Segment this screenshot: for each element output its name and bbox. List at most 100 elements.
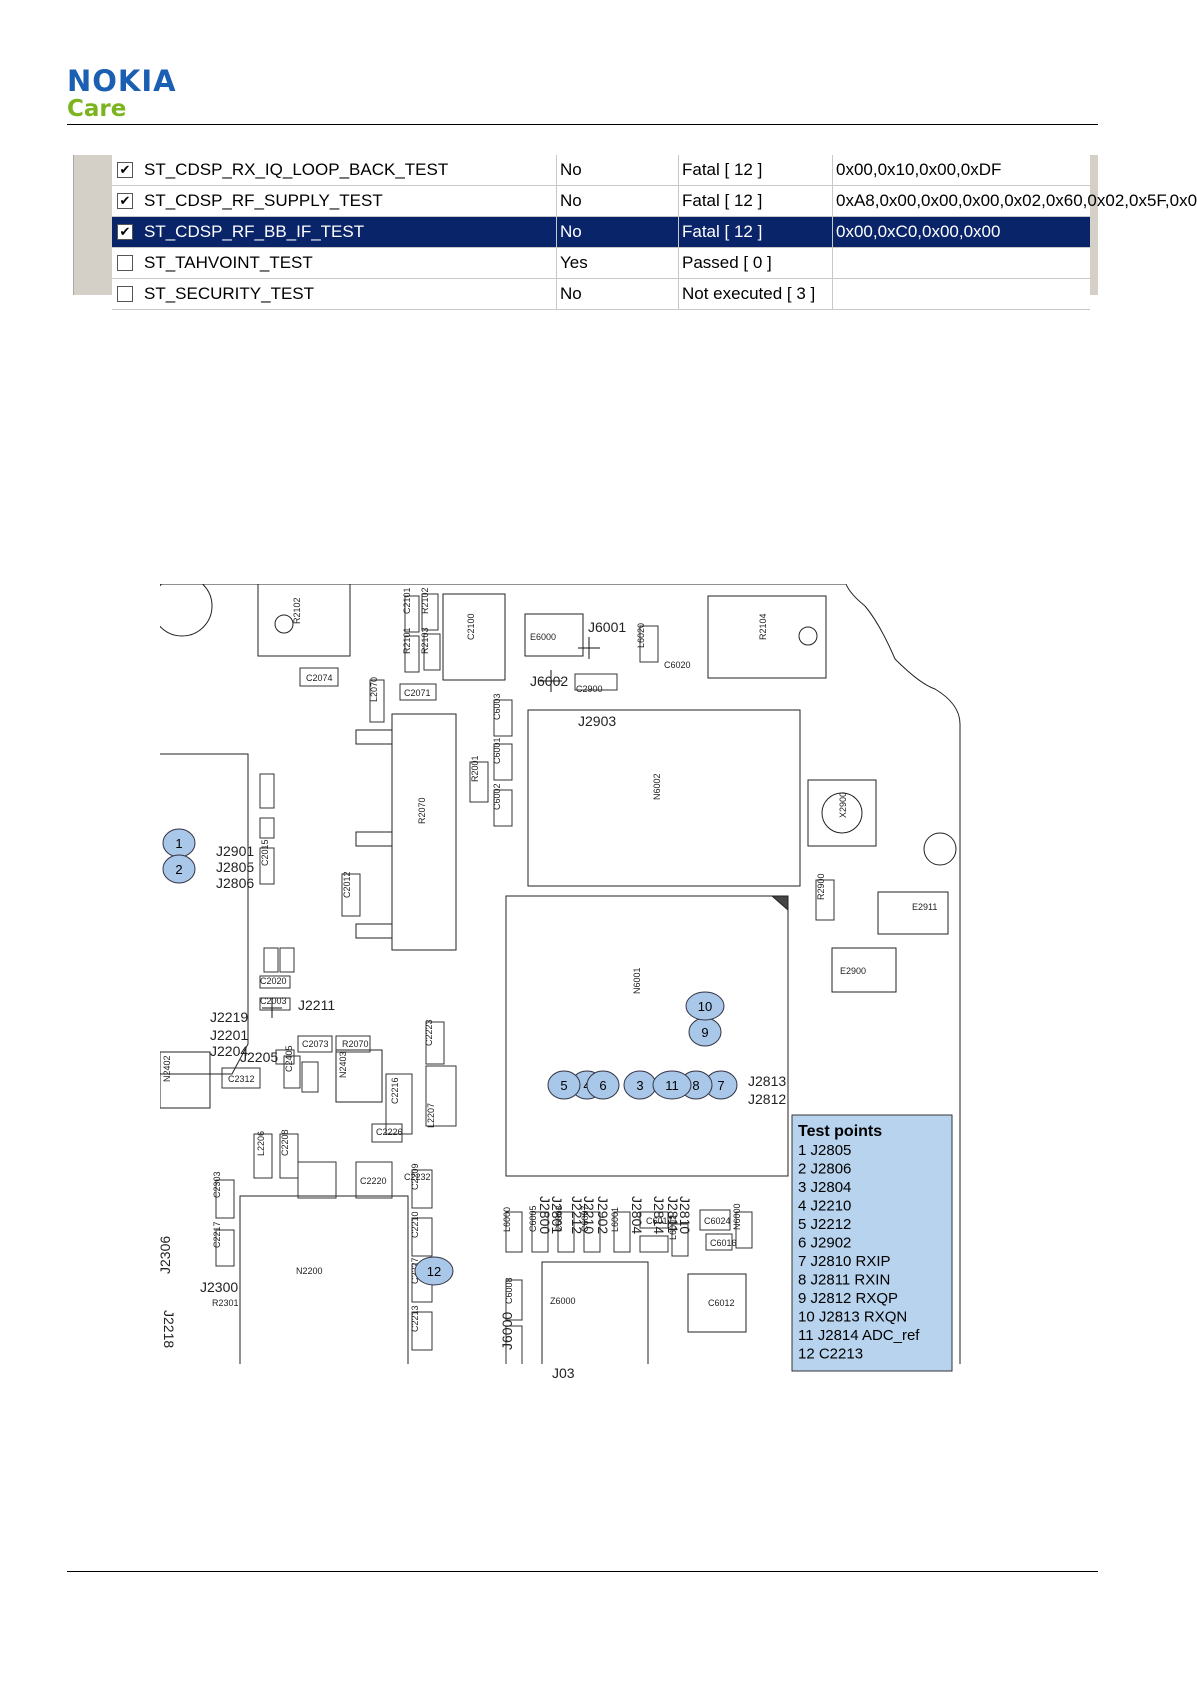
selftest-grid: ✔ ST_CDSP_RX_IQ_LOOP_BACK_TEST No Fatal … bbox=[112, 155, 1197, 310]
test-point-marker: 1 bbox=[162, 828, 196, 858]
test-point-marker: 5 bbox=[547, 1070, 581, 1100]
component-label: L6000 bbox=[502, 1207, 512, 1232]
test-name: ST_SECURITY_TEST bbox=[140, 279, 557, 309]
component-label: J2810 bbox=[677, 1196, 693, 1234]
test-data bbox=[832, 279, 1176, 309]
row-checkbox[interactable]: ✔ bbox=[117, 162, 133, 178]
row-checkbox[interactable]: ✔ bbox=[117, 224, 133, 240]
block-r2070 bbox=[391, 713, 457, 951]
component-label: J2805 bbox=[216, 859, 254, 875]
logo-sub: Care bbox=[67, 96, 127, 122]
component-label: C2223 bbox=[424, 1019, 434, 1046]
legend-item: 7 J2810 RXIP bbox=[798, 1253, 891, 1270]
test-result: Fatal [ 12 ] bbox=[678, 155, 833, 185]
test-flag: No bbox=[556, 186, 679, 216]
table-row-selected[interactable]: ✔ ST_CDSP_RF_BB_IF_TEST No Fatal [ 12 ] … bbox=[112, 217, 1090, 248]
component-label: J2300 bbox=[200, 1279, 238, 1295]
component-label: C2217 bbox=[212, 1221, 222, 1248]
component-label: J2205 bbox=[240, 1049, 278, 1065]
table-row[interactable]: ✔ ST_CDSP_RX_IQ_LOOP_BACK_TEST No Fatal … bbox=[112, 155, 1090, 186]
component-label: R2900 bbox=[816, 873, 826, 900]
block-n2403 bbox=[335, 1049, 383, 1103]
component-label: J6001 bbox=[588, 619, 626, 635]
component-label: C6020 bbox=[664, 660, 691, 670]
block-e2911 bbox=[877, 891, 949, 935]
component-label: J6000 bbox=[499, 1312, 515, 1350]
component-label: J6002 bbox=[530, 673, 568, 689]
legend-item: 11 J2814 ADC_ref bbox=[798, 1327, 920, 1344]
legend-item: 2 J2806 bbox=[798, 1161, 851, 1178]
mount-hole bbox=[923, 832, 957, 866]
test-data: 0x00,0x10,0x00,0xDF bbox=[836, 160, 1002, 179]
test-point-number: 9 bbox=[701, 1025, 708, 1040]
row-checkbox[interactable] bbox=[117, 286, 133, 302]
component-label: J03 bbox=[552, 1365, 575, 1381]
test-data: 0xA8,0x00,0x00,0x00,0x02,0x60,0x02,0x5F,… bbox=[836, 191, 1197, 210]
component-label: J2812 bbox=[748, 1091, 786, 1107]
table-row[interactable]: ST_SECURITY_TEST No Not executed [ 3 ] bbox=[112, 279, 1090, 310]
component-label: R2102 bbox=[420, 587, 430, 614]
selftest-table-screenshot: ✔ ST_CDSP_RX_IQ_LOOP_BACK_TEST No Fatal … bbox=[73, 155, 1197, 310]
component-label: R2102 bbox=[292, 597, 302, 624]
footer-rule bbox=[67, 1571, 1098, 1572]
component-label: C2303 bbox=[212, 1171, 222, 1198]
test-result: Fatal [ 12 ] bbox=[678, 186, 833, 216]
test-name: ST_TAHVOINT_TEST bbox=[140, 248, 557, 278]
component-label: L2206 bbox=[256, 1131, 266, 1156]
component-label: J2201 bbox=[210, 1027, 248, 1043]
test-point-number: 3 bbox=[636, 1078, 643, 1093]
block-c2100 bbox=[442, 593, 506, 681]
component-label: J2902 bbox=[595, 1196, 611, 1234]
component-label: N2200 bbox=[296, 1266, 323, 1276]
legend-item: 1 J2805 bbox=[798, 1142, 851, 1159]
component-label: C2020 bbox=[260, 976, 287, 986]
component-label: N2403 bbox=[338, 1051, 348, 1078]
logo-brand: NOKIA bbox=[67, 64, 177, 98]
component-label: C2074 bbox=[306, 673, 333, 683]
component-label: C2208 bbox=[280, 1129, 290, 1156]
legend-title: Test points bbox=[798, 1123, 882, 1140]
component-label: C6007 bbox=[580, 1205, 590, 1232]
component-label: C2073 bbox=[302, 1039, 329, 1049]
legend-item: 5 J2212 bbox=[798, 1216, 851, 1233]
component-label: E2911 bbox=[912, 902, 937, 912]
test-flag: No bbox=[556, 279, 679, 309]
component-label: C2226 bbox=[376, 1127, 403, 1137]
component-label: J2306 bbox=[157, 1236, 173, 1274]
header-rule bbox=[67, 124, 1098, 125]
component-label: J2204 bbox=[210, 1043, 248, 1059]
legend-item: 10 J2813 RXQN bbox=[798, 1309, 907, 1326]
table-row[interactable]: ST_TAHVOINT_TEST Yes Passed [ 0 ] bbox=[112, 248, 1090, 279]
component-label: E2900 bbox=[840, 966, 866, 976]
component-label: R2001 bbox=[470, 755, 480, 782]
board-outline bbox=[160, 584, 961, 1364]
component-label: C2232 bbox=[404, 1172, 431, 1182]
component-label: J2901 bbox=[216, 843, 254, 859]
nokia-care-logo: NOKIA Care bbox=[67, 66, 177, 122]
legend-item: 9 J2812 RXQP bbox=[798, 1290, 898, 1307]
component-label: C2015 bbox=[260, 839, 270, 866]
component-label: J2814 bbox=[651, 1196, 667, 1234]
component-label: C2012 bbox=[342, 871, 352, 898]
component-label: R2104 bbox=[758, 613, 768, 640]
component-label: N6001 bbox=[632, 967, 642, 994]
test-name: ST_CDSP_RF_SUPPLY_TEST bbox=[140, 186, 557, 216]
component-label: J2806 bbox=[216, 875, 254, 891]
table-row[interactable]: ✔ ST_CDSP_RF_SUPPLY_TEST No Fatal [ 12 ]… bbox=[112, 186, 1197, 217]
test-name: ST_CDSP_RX_IQ_LOOP_BACK_TEST bbox=[140, 155, 557, 185]
component-label: C2312 bbox=[228, 1074, 255, 1084]
row-checkbox[interactable] bbox=[117, 255, 133, 271]
test-flag: No bbox=[556, 217, 679, 247]
component-label: C6008 bbox=[504, 1277, 514, 1304]
block-e6000 bbox=[524, 613, 584, 657]
component-label: C6012 bbox=[708, 1298, 735, 1308]
test-point-number: 11 bbox=[665, 1078, 679, 1093]
test-point-marker: 11 bbox=[652, 1070, 692, 1100]
row-checkbox[interactable]: ✔ bbox=[117, 193, 133, 209]
component-label: L6002 bbox=[668, 1215, 678, 1240]
test-data bbox=[832, 248, 1176, 278]
test-point-marker: 2 bbox=[162, 854, 196, 884]
component-label: C2209 bbox=[410, 1163, 420, 1190]
component-label: J2813 bbox=[748, 1073, 786, 1089]
